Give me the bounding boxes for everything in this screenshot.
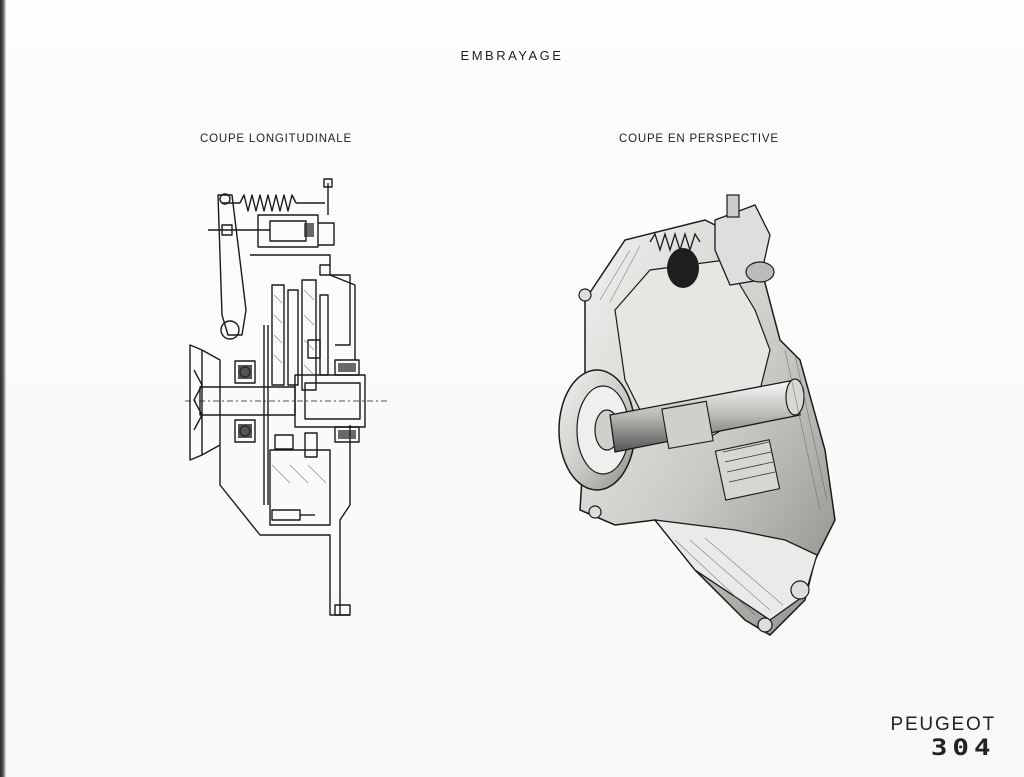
- perspective-cutaway-drawing: [558, 194, 836, 636]
- longitudinal-section-drawing: [185, 178, 390, 616]
- caption-longitudinal-section: COUPE LONGITUDINALE: [200, 133, 352, 145]
- scan-edge: [0, 0, 6, 777]
- brand-block: PEUGEOT 304: [890, 714, 996, 761]
- spring-housing-dark: [667, 248, 699, 288]
- brand-model: 304: [931, 736, 996, 761]
- brand-name: PEUGEOT: [890, 714, 996, 735]
- document-title: EMBRAYAGE: [460, 48, 564, 63]
- caption-perspective-section: COUPE EN PERSPECTIVE: [619, 133, 779, 145]
